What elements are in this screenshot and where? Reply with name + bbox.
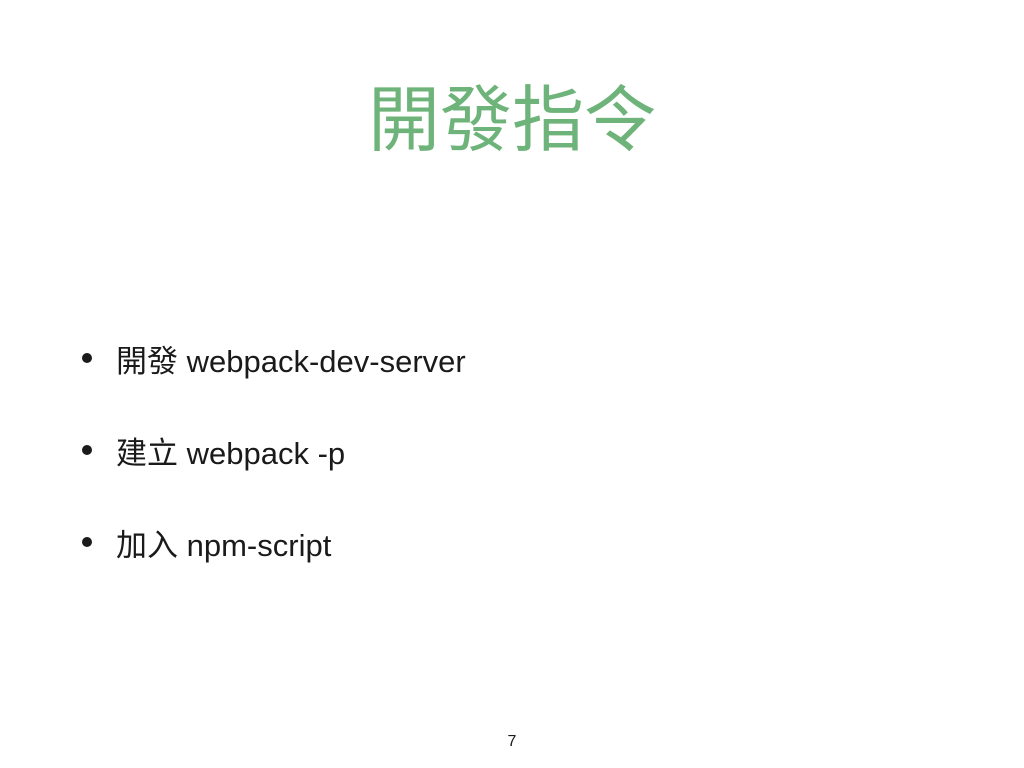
- bullet-icon: [82, 445, 92, 455]
- bullet-text: 建立 webpack -p: [116, 435, 346, 471]
- page-number: 7: [507, 733, 517, 750]
- list-item: 加入 npm-script: [80, 518, 466, 566]
- bullet-icon: [82, 537, 92, 547]
- bullet-list: 開發 webpack-dev-server 建立 webpack -p 加入 n…: [80, 334, 466, 610]
- bullet-icon: [82, 353, 92, 363]
- slide-title: 開發指令: [367, 78, 656, 162]
- bullet-text: 加入 npm-script: [116, 527, 332, 563]
- list-item: 開發 webpack-dev-server: [80, 334, 466, 382]
- bullet-text: 開發 webpack-dev-server: [116, 343, 466, 379]
- list-item: 建立 webpack -p: [80, 426, 466, 474]
